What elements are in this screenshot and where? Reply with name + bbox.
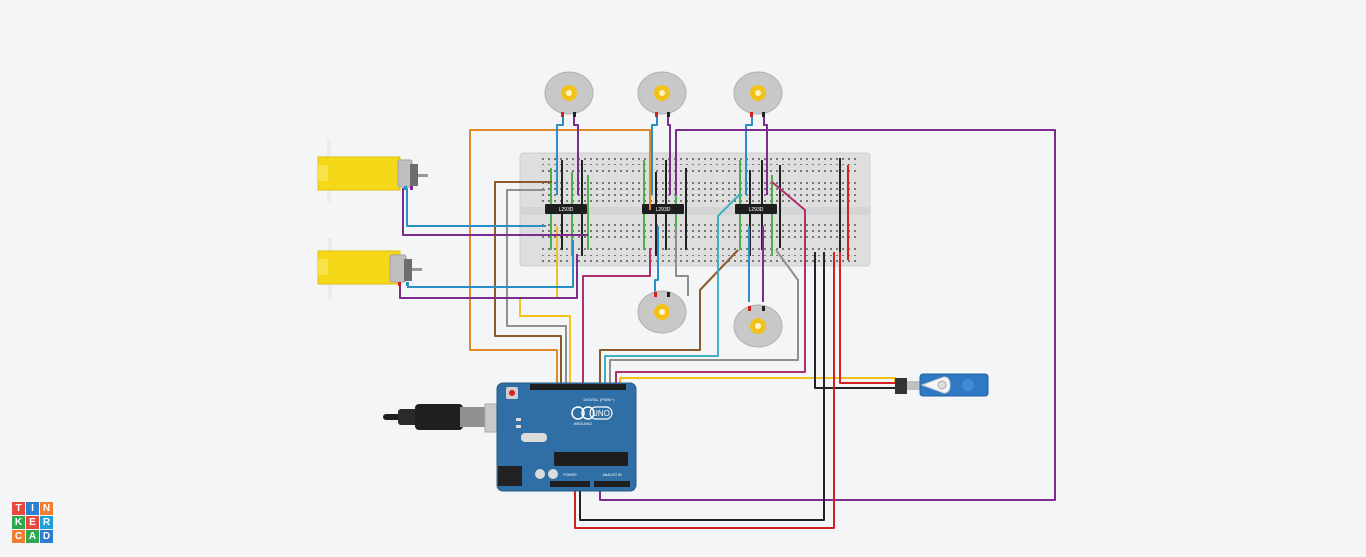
wire-purple-long <box>599 129 1056 501</box>
dc-motor-2[interactable] <box>637 71 687 117</box>
wire-purple-m1 <box>573 115 579 195</box>
arduino-uno[interactable]: UNO ARDUINO DIGITAL (PWM~) POWER ANALOG … <box>496 382 637 492</box>
dc-motor-1[interactable] <box>544 71 594 117</box>
driver-chip-3[interactable]: L293D <box>735 204 777 214</box>
driver-chip-2[interactable]: L293D <box>642 204 684 214</box>
logo-letter: R <box>40 516 53 529</box>
board-model: UNO <box>592 409 610 418</box>
wire-blue-gm2 <box>407 240 574 288</box>
wire-brown <box>494 181 562 385</box>
wire-orange <box>469 129 651 385</box>
wire-black-servo <box>814 252 895 389</box>
wire-teal <box>604 193 741 385</box>
usb-cable[interactable] <box>383 403 514 433</box>
logo-letter: C <box>12 530 25 543</box>
analog-header-label: ANALOG IN <box>602 473 622 477</box>
wire-purple-gm2 <box>399 254 578 299</box>
wire-magenta-1 <box>582 248 651 385</box>
wire-brown-2 <box>599 249 739 385</box>
wire-grey-2 <box>609 249 799 385</box>
chip-label: L293D <box>559 207 574 213</box>
dc-motor-4[interactable] <box>637 290 687 334</box>
chip-label: L293D <box>656 207 671 213</box>
wire-yellow-2 <box>519 298 571 385</box>
board-brand: ARDUINO <box>574 421 592 426</box>
logo-letter: N <box>40 502 53 515</box>
digital-header-label: DIGITAL (PWM~) <box>584 397 616 402</box>
gear-motor-1[interactable] <box>317 140 428 202</box>
dc-motor-5[interactable] <box>733 304 783 348</box>
chip-label: L293D <box>749 207 764 213</box>
wire-blue-m4 <box>654 226 659 295</box>
wire-blue-gm1 <box>406 188 546 227</box>
logo-letter: A <box>26 530 39 543</box>
wire-blue-m1 <box>556 115 564 195</box>
wires[interactable] <box>399 115 1056 529</box>
wire-blue-m2 <box>651 115 658 195</box>
logo-letter: I <box>26 502 39 515</box>
logo-letter: D <box>40 530 53 543</box>
wire-purple-m3 <box>763 115 768 195</box>
wire-red-servo <box>839 252 895 384</box>
wire-red-power <box>574 252 835 529</box>
wire-purple-gm1 <box>402 188 588 236</box>
dc-motor-3[interactable] <box>733 71 783 117</box>
driver-chip-1[interactable]: L293D <box>545 204 587 214</box>
logo-letter: E <box>26 516 39 529</box>
logo-letter: K <box>12 516 25 529</box>
logo-letter: T <box>12 502 25 515</box>
wire-purple-m2 <box>667 115 671 195</box>
micro-servo[interactable] <box>895 373 989 397</box>
wire-blue-m3 <box>745 115 753 195</box>
gear-motor-2[interactable] <box>317 238 422 300</box>
wire-grey-1 <box>506 189 567 385</box>
wire-magenta-2 <box>615 181 806 385</box>
power-header-label: POWER <box>563 473 577 477</box>
wire-black-power <box>579 252 825 521</box>
wire-grey-m4 <box>675 228 689 296</box>
